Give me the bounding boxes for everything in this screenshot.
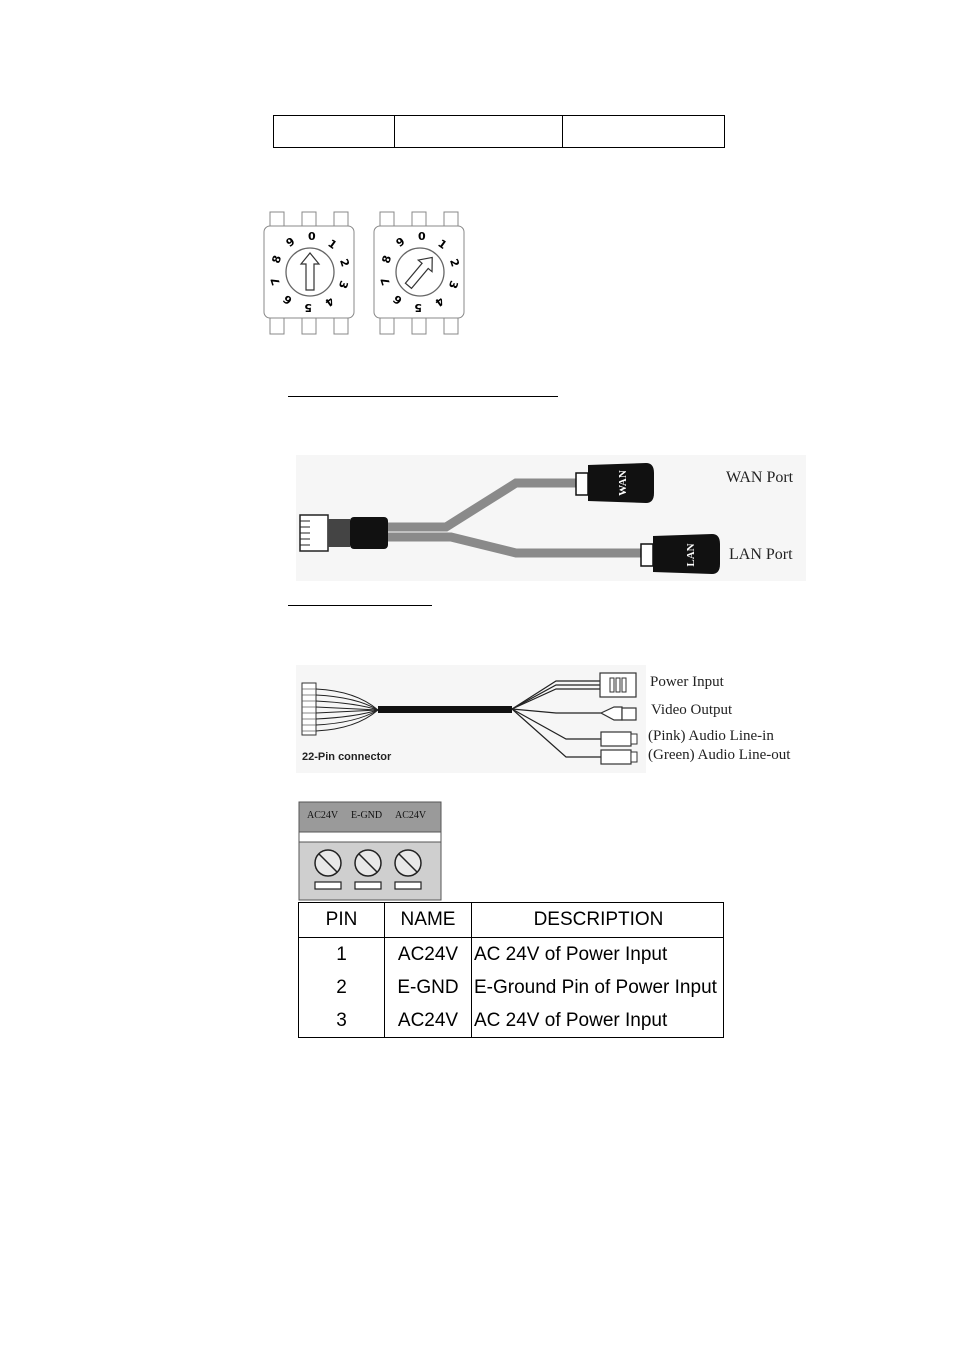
column-header: DESCRIPTION xyxy=(471,902,724,938)
lan-plug-icon xyxy=(653,534,720,574)
dial-digit: 3 xyxy=(336,279,351,290)
dial-digit: 8 xyxy=(380,254,395,265)
audio-line-out-label: (Green) Audio Line-out xyxy=(648,747,791,763)
dial-digit: 0 xyxy=(418,230,426,243)
pin-cell: 1 xyxy=(336,943,347,965)
dial-digit: 0 xyxy=(308,230,316,243)
video-output-label: Video Output xyxy=(651,702,733,718)
table-row: 3 AC24V AC 24V of Power Input xyxy=(299,1004,724,1038)
power-plug-icon xyxy=(599,672,637,698)
svg-text:WAN: WAN xyxy=(617,470,629,496)
terminal-label: AC24V xyxy=(307,810,339,821)
dial-digit: 2 xyxy=(337,257,352,268)
network-cable-figure: WAN LAN xyxy=(296,455,806,581)
description-cell: AC 24V of Power Input xyxy=(471,937,724,971)
blank-cell xyxy=(395,116,563,147)
table-row: 1 AC24V AC 24V of Power Input xyxy=(299,937,724,971)
terminal-label: E-GND xyxy=(351,810,383,821)
name-cell: AC24V xyxy=(384,937,472,971)
blank-cell xyxy=(563,116,724,147)
lan-port-label: LAN Port xyxy=(729,546,793,563)
terminal-block-figure: AC24V E-GND AC24V xyxy=(298,801,442,901)
power-input-label: Power Input xyxy=(650,674,724,690)
heading-underline xyxy=(288,396,558,397)
wan-port-label: WAN Port xyxy=(726,469,794,486)
name-cell: E-GND xyxy=(384,971,472,1004)
blank-header-table xyxy=(273,115,725,148)
screw-terminal-icon xyxy=(314,849,422,877)
audio-out-plug-icon xyxy=(600,749,632,765)
wan-plug-icon xyxy=(588,463,654,503)
dial-digit: 2 xyxy=(447,257,462,268)
blank-cell xyxy=(274,116,395,147)
description-cell: AC 24V of Power Input xyxy=(471,1004,724,1038)
dial-digit: 5 xyxy=(304,301,312,314)
pin-description-table: PIN NAME DESCRIPTION 1 AC24V AC 24V of P… xyxy=(298,902,724,1038)
heading-underline xyxy=(288,605,432,606)
audio-in-plug-icon xyxy=(600,731,632,747)
dial-digit: 5 xyxy=(414,301,422,314)
pin-cell: 3 xyxy=(336,1009,347,1031)
column-header: NAME xyxy=(384,902,472,938)
multi-cable-figure xyxy=(296,665,646,773)
pin-cell: 2 xyxy=(336,976,347,998)
description-cell: E-Ground Pin of Power Input xyxy=(471,971,724,1004)
22-pin-connector-icon xyxy=(301,682,317,736)
table-row: 2 E-GND E-Ground Pin of Power Input xyxy=(299,971,724,1004)
column-header: PIN xyxy=(298,902,385,938)
audio-line-in-label: (Pink) Audio Line-in xyxy=(648,728,774,744)
table-header-row: PIN NAME DESCRIPTION xyxy=(298,902,724,938)
dial-digit: 7 xyxy=(268,276,283,287)
terminal-label: AC24V xyxy=(395,810,427,821)
dial-digit: 3 xyxy=(446,279,461,290)
22-pin-connector-label: 22-Pin connector xyxy=(302,751,392,763)
svg-text:LAN: LAN xyxy=(685,543,697,566)
dial-digit: 8 xyxy=(270,254,285,265)
name-cell: AC24V xyxy=(384,1004,472,1038)
dial-digit: 7 xyxy=(378,276,393,287)
